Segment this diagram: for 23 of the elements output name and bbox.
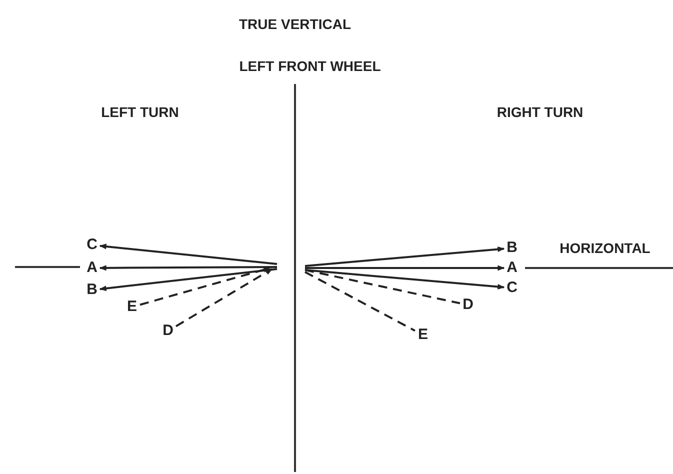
arrow bbox=[99, 244, 278, 265]
line-letter: A bbox=[85, 259, 99, 277]
line-letter: E bbox=[125, 298, 139, 316]
region-label: RIGHT TURN bbox=[496, 104, 584, 120]
axis-label: TRUE VERTICAL bbox=[239, 16, 351, 32]
line-letter: D bbox=[461, 296, 475, 314]
arrow bbox=[304, 246, 505, 267]
line-letter: C bbox=[505, 279, 519, 297]
line-letter: D bbox=[161, 322, 175, 340]
line-letter: E bbox=[416, 326, 430, 344]
region-label: LEFT TURN bbox=[101, 104, 179, 120]
line-letter: B bbox=[85, 281, 99, 299]
arrow bbox=[99, 268, 278, 292]
line-letter: A bbox=[505, 259, 519, 277]
dashed-arrow bbox=[175, 268, 273, 328]
dashed-arrow bbox=[140, 267, 271, 306]
axis-label: HORIZONTAL bbox=[560, 240, 650, 256]
arrow bbox=[99, 265, 277, 271]
line-letter: B bbox=[505, 239, 519, 257]
arrow bbox=[305, 265, 505, 271]
line-letter: C bbox=[85, 236, 99, 254]
arrow bbox=[304, 269, 505, 290]
axis-label: LEFT FRONT WHEEL bbox=[239, 58, 381, 74]
